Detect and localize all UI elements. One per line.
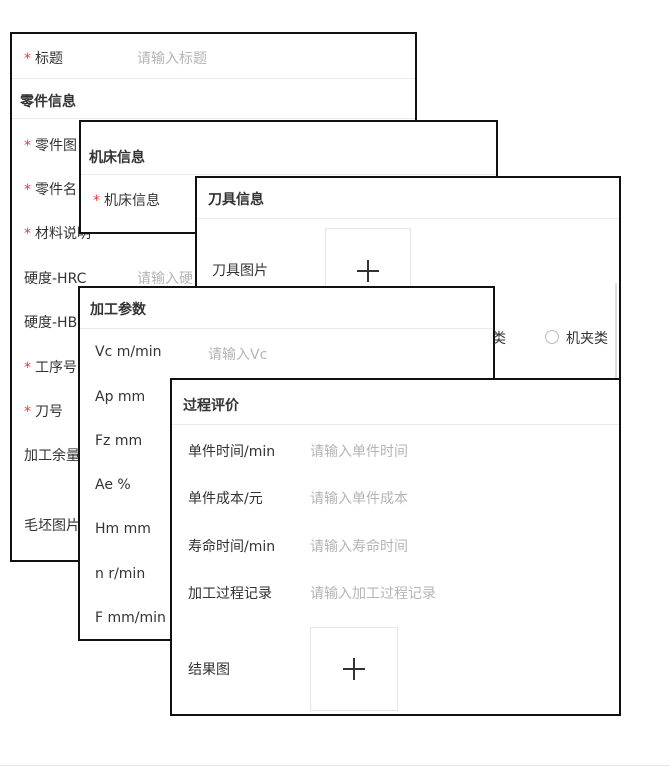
radio-partial-label: 类 bbox=[492, 331, 506, 347]
process-eval-section-title: 过程评价 bbox=[183, 398, 239, 414]
title-input[interactable]: 请输入标题 bbox=[137, 51, 207, 67]
divider bbox=[172, 424, 619, 425]
unit-time-label: 单件时间/min bbox=[188, 444, 276, 460]
hm-label: Hm mm bbox=[95, 521, 151, 537]
title-label: *标题 bbox=[24, 48, 63, 68]
plus-icon bbox=[311, 628, 397, 710]
unit-cost-label: 单件成本/元 bbox=[188, 491, 263, 507]
part-info-section-title: 零件信息 bbox=[20, 94, 76, 110]
tool-info-section-title: 刀具信息 bbox=[208, 192, 264, 208]
ae-label: Ae % bbox=[95, 477, 131, 493]
hardness-hrc-label: 硬度-HRC bbox=[24, 271, 87, 287]
part-name-label: *零件名 bbox=[24, 182, 77, 198]
unit-time-input[interactable]: 请输入单件时间 bbox=[310, 444, 408, 460]
radio-clamp-type[interactable] bbox=[545, 330, 559, 344]
tool-image-label: 刀具图片 bbox=[212, 263, 268, 279]
divider bbox=[80, 328, 493, 329]
blank-image-label: 毛坯图片 bbox=[24, 518, 80, 534]
hardness-hrc-input[interactable]: 请输入硬 bbox=[137, 271, 193, 287]
n-label: n r/min bbox=[95, 566, 146, 582]
hardness-hb-label: 硬度-HB bbox=[24, 315, 78, 331]
result-image-label: 结果图 bbox=[188, 662, 230, 678]
process-eval-panel: 过程评价 单件时间/min 请输入单件时间 单件成本/元 请输入单件成本 寿命时… bbox=[170, 378, 621, 716]
radio-clamp-label: 机夹类 bbox=[566, 331, 608, 347]
machining-params-section-title: 加工参数 bbox=[90, 302, 146, 318]
machine-label: *机床信息 bbox=[93, 193, 160, 209]
machine-info-section-title: 机床信息 bbox=[89, 150, 145, 166]
f-label: F mm/min bbox=[95, 610, 166, 626]
part-image-label: *零件图 bbox=[24, 138, 77, 154]
divider bbox=[12, 118, 415, 119]
vc-input[interactable]: 请输入Vc bbox=[208, 347, 268, 363]
ap-label: Ap mm bbox=[95, 389, 146, 405]
material-label: *材料说明 bbox=[24, 226, 91, 242]
plus-icon bbox=[326, 229, 410, 313]
process-no-label: *工序号 bbox=[24, 360, 77, 376]
fz-label: Fz mm bbox=[95, 433, 143, 449]
allowance-label: 加工余量 bbox=[24, 448, 80, 464]
vc-label: Vc m/min bbox=[95, 344, 162, 360]
divider bbox=[81, 174, 496, 175]
tool-no-label: *刀号 bbox=[24, 404, 63, 420]
life-time-input[interactable]: 请输入寿命时间 bbox=[310, 539, 408, 555]
unit-cost-input[interactable]: 请输入单件成本 bbox=[310, 491, 408, 507]
life-time-label: 寿命时间/min bbox=[188, 539, 276, 555]
process-record-input[interactable]: 请输入加工过程记录 bbox=[310, 586, 436, 602]
divider bbox=[197, 218, 619, 219]
process-record-label: 加工过程记录 bbox=[188, 586, 272, 602]
scrollbar[interactable] bbox=[615, 283, 617, 378]
result-image-upload[interactable] bbox=[310, 627, 398, 711]
required-mark: * bbox=[24, 51, 31, 67]
divider bbox=[12, 78, 415, 79]
title-label-text: 标题 bbox=[35, 51, 63, 67]
page-bottom-divider bbox=[0, 765, 670, 766]
